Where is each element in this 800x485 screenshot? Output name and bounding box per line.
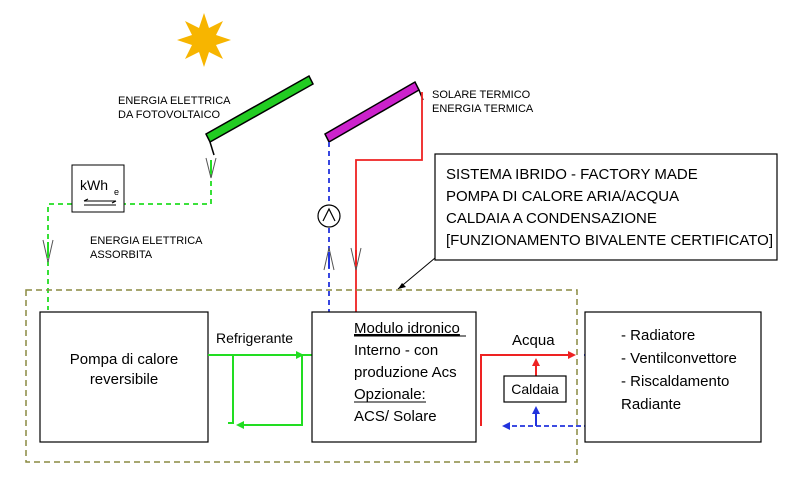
heat-pump-line1: Pompa di calore [70, 351, 178, 368]
meter-unit: kWh [80, 177, 108, 193]
water-hot-line [480, 351, 576, 426]
photovoltaic-panel [205, 74, 314, 156]
emitters-line3: - Riscaldamento [621, 373, 729, 390]
hydronic-line4: Opzionale: [354, 386, 426, 403]
refrigerant-loop [208, 351, 312, 429]
absorbed-label-line2: ASSORBITA [90, 249, 153, 261]
system-info-line4: [FUNZIONAMENTO BIVALENTE CERTIFICATO] [446, 232, 773, 249]
system-boundary [25, 289, 578, 463]
boiler-box: Caldaia [503, 375, 567, 403]
solar-hot-line [350, 92, 423, 312]
energy-meter: kWh e [71, 164, 125, 213]
hydronic-module-box: Modulo idronico Interno - con produzione… [311, 311, 477, 443]
emitters-line1: - Radiatore [621, 327, 695, 344]
pv-label-line2: DA FOTOVOLTAICO [118, 109, 221, 121]
heat-pump-box: Pompa di calore reversibile [39, 311, 209, 443]
circulation-pump-icon [317, 204, 341, 228]
pv-label-line1: ENERGIA ELETTRICA [118, 95, 231, 107]
sun-icon [177, 13, 231, 67]
hydronic-line1: Modulo idronico [354, 320, 460, 337]
system-info-line3: CALDAIA A CONDENSAZIONE [446, 210, 657, 227]
heat-emitters-box: - Radiatore - Ventilconvettore - Riscald… [584, 311, 762, 443]
solar-thermal-panel [324, 80, 424, 144]
hydronic-line2: Interno - con [354, 342, 438, 359]
meter-subscript: e [114, 187, 119, 197]
system-info-line2: POMPA DI CALORE ARIA/ACQUA [446, 188, 679, 205]
emitters-line4: Radiante [621, 396, 681, 413]
water-label: Acqua [512, 332, 555, 349]
thermal-label-line2: ENERGIA TERMICA [432, 103, 534, 115]
water-cold-line [502, 354, 596, 430]
hydronic-line5: ACS/ Solare [354, 408, 437, 425]
thermal-label-line1: SOLARE TERMICO [432, 89, 531, 101]
refrigerant-label: Refrigerante [216, 330, 293, 346]
hydronic-line3: produzione Acs [354, 364, 457, 381]
system-info-line1: SISTEMA IBRIDO - FACTORY MADE [446, 166, 698, 183]
absorbed-label-line1: ENERGIA ELETTRICA [90, 235, 203, 247]
boiler-label: Caldaia [511, 381, 559, 397]
pv-electric-line [42, 157, 217, 310]
system-info-box: SISTEMA IBRIDO - FACTORY MADE POMPA DI C… [397, 153, 778, 290]
emitters-line2: - Ventilconvettore [621, 350, 737, 367]
solar-cold-line [323, 142, 335, 312]
heat-pump-line2: reversibile [90, 371, 158, 388]
